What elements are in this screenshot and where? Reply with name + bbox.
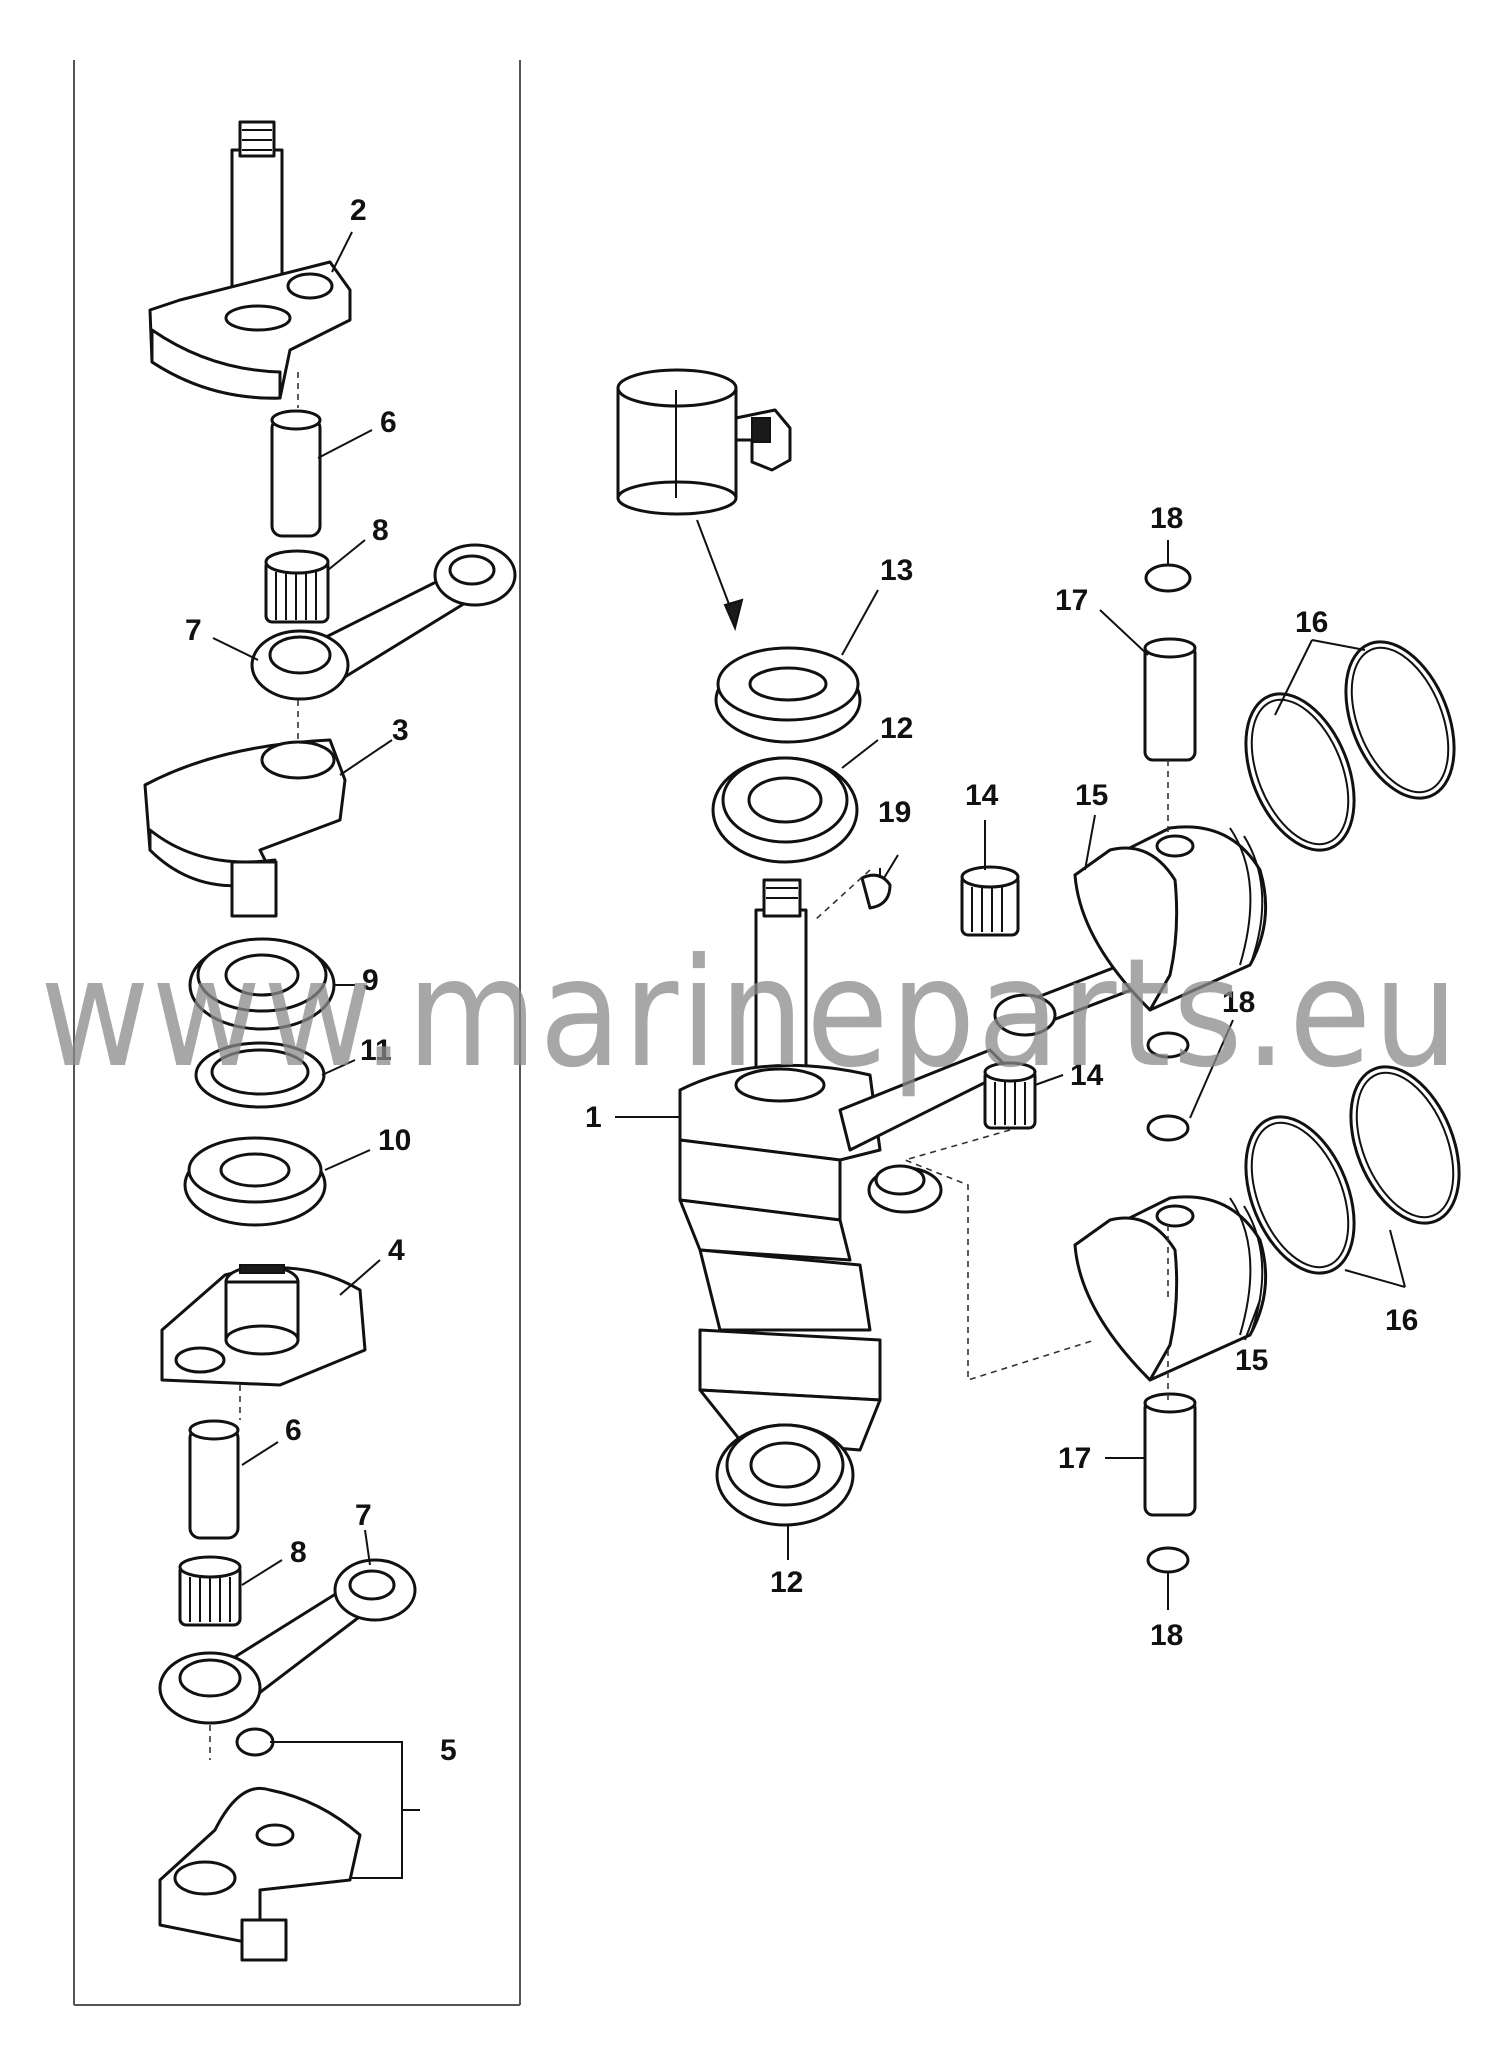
piston-rings-part-16-upper [1244,640,1456,852]
crank-web-part-4 [160,1264,367,1387]
circlip-part-18-d [1146,1546,1190,1574]
watermark-text: www.marineparts.eu [40,927,1460,1101]
crank-web-part-3 [143,738,347,918]
callout-18: 18 [1222,986,1255,1019]
callout-6: 6 [380,406,397,439]
crank-pin-part-6-lower [188,1419,240,1540]
ball-bearing-part-12-lower [715,1423,855,1527]
seal-tool-inset [616,368,792,516]
callout-14: 14 [965,779,999,812]
callout-7: 7 [185,614,202,647]
callout-18: 18 [1150,502,1183,535]
callout-17: 17 [1058,1442,1091,1475]
connecting-rod-part-7-upper [250,543,517,701]
callout-6: 6 [285,1414,302,1447]
callout-labels: 2 6 8 7 3 9 11 10 4 6 7 8 5 13 12 19 14 … [185,194,1418,1767]
callout-14: 14 [1070,1059,1104,1092]
left-panel-frame [73,60,521,2006]
callout-12: 12 [770,1566,803,1599]
needle-bearing-part-14-upper [960,865,1020,937]
assembly-dash-lines [814,760,1169,1400]
oil-seal-part-13 [714,646,862,744]
needle-bearing-part-14-lower [983,1061,1037,1130]
callout-8: 8 [372,514,389,547]
callout-19: 19 [878,796,911,829]
callout-17: 17 [1055,584,1088,617]
callout-16: 16 [1385,1304,1418,1337]
upper-crank-web-part-2 [148,120,352,400]
callout-15: 15 [1075,779,1108,812]
callout-5: 5 [440,1734,457,1767]
callout-4: 4 [388,1234,405,1267]
piston-rings-part-16-lower [1244,1065,1461,1275]
callout-10: 10 [378,1124,411,1157]
callout-9: 9 [362,964,379,997]
callout-8: 8 [290,1536,307,1569]
tool-arrow [696,519,744,632]
piston-pin-part-17-upper [1143,637,1197,762]
callout-2: 2 [350,194,367,227]
piston-part-15-upper [1073,825,1268,1012]
shim-ring-part-11 [194,1041,326,1109]
needle-bearing-part-8-lower [178,1555,242,1627]
oil-seal-part-10 [183,1136,327,1227]
callout-11: 11 [360,1034,392,1067]
callout-13: 13 [880,554,913,587]
callout-16: 16 [1295,606,1328,639]
crank-web-part-5 [158,1727,362,1962]
callout-1: 1 [585,1101,602,1134]
piston-part-15-lower [1073,1195,1268,1382]
ball-bearing-part-9 [188,937,336,1031]
needle-bearing-part-8-upper [264,549,330,624]
callout-3: 3 [392,714,409,747]
callout-7: 7 [355,1499,372,1532]
crank-pin-part-6-upper [270,409,322,538]
callout-12: 12 [880,712,913,745]
circlip-part-18-a [1144,563,1192,593]
woodruff-key-part-19 [860,873,892,910]
leader-lines [212,231,1406,1879]
callout-18: 18 [1150,1619,1183,1652]
circlip-part-18-b [1146,1031,1190,1059]
circlip-part-18-c [1146,1114,1190,1142]
callout-15: 15 [1235,1344,1268,1377]
ball-bearing-part-12-upper [711,756,859,864]
piston-pin-part-17-lower [1143,1392,1197,1517]
connecting-rod-part-7-lower [158,1558,417,1725]
